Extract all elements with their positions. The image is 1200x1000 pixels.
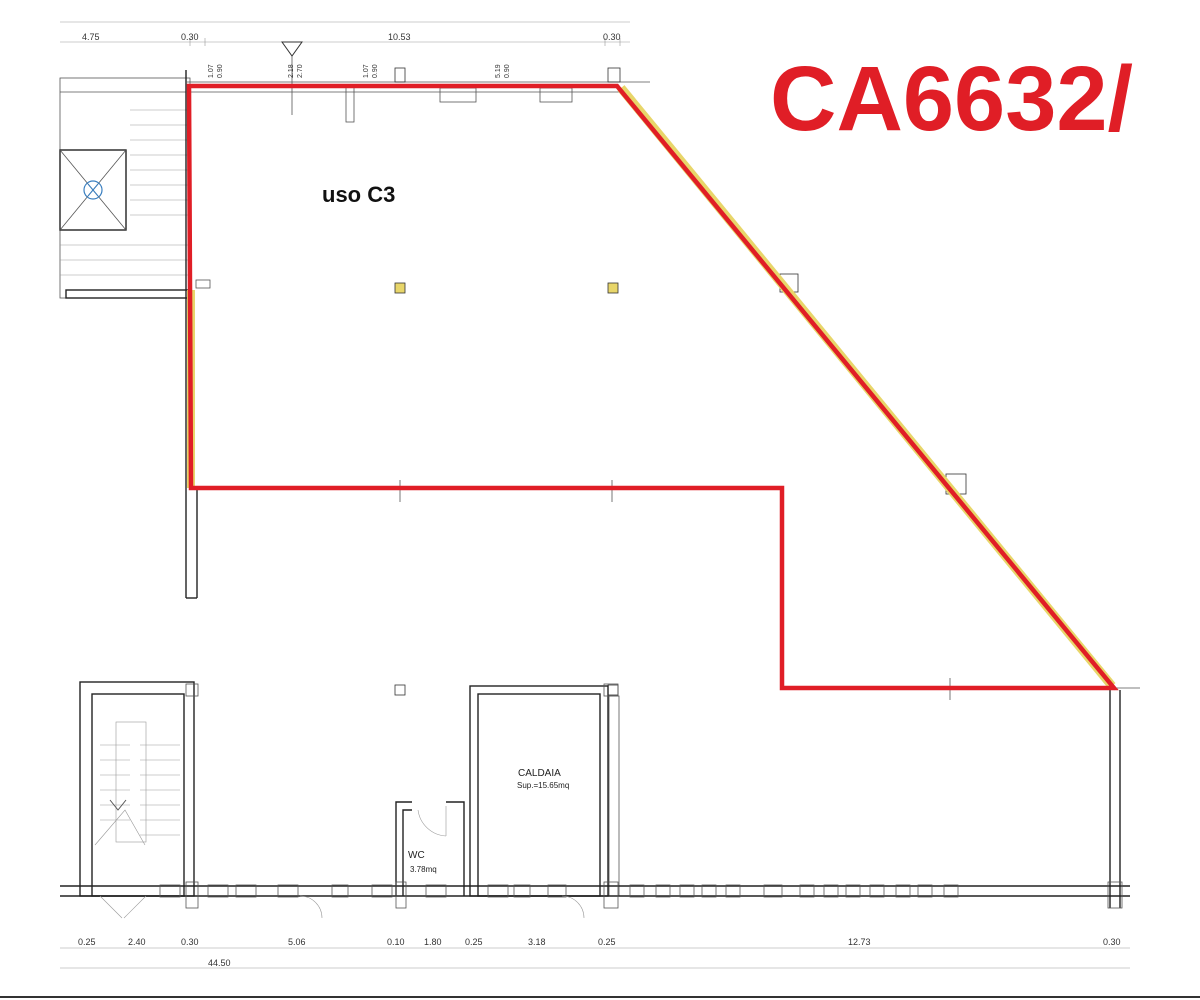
vdim-5: 1.07 — [363, 64, 370, 78]
caldaia-room: CALDAIA Sup.=15.65mq — [469, 683, 619, 897]
column — [394, 67, 406, 83]
columns — [195, 67, 1140, 700]
top-dim-1: 4.75 — [82, 32, 100, 42]
column — [607, 282, 619, 294]
bottom-dim-7: 0.25 — [465, 937, 483, 947]
top-dim-3: 10.53 — [388, 32, 411, 42]
vdim-1: 1.07 — [208, 64, 215, 78]
unit-outline — [186, 83, 1119, 691]
column — [394, 282, 406, 294]
vdim-7: 5.19 — [495, 64, 502, 78]
bottom-dim-8: 3.18 — [528, 937, 546, 947]
section-marker-icon — [281, 41, 303, 57]
vdim-3: 2.18 — [288, 64, 295, 78]
bottom-dim-6: 1.80 — [424, 937, 442, 947]
stair-arrow-icon — [109, 799, 127, 811]
upper-stairwell — [59, 77, 191, 299]
column — [394, 684, 406, 696]
wc-area: 3.78mq — [410, 865, 437, 874]
vdim-2: 0.90 — [217, 64, 224, 78]
use-label: uso C3 — [322, 182, 395, 207]
lift-icon — [83, 180, 103, 200]
caldaia-area: Sup.=15.65mq — [517, 781, 569, 790]
vdim-4: 2.70 — [297, 64, 304, 78]
wc-name: WC — [408, 850, 425, 861]
window-dimensions: 1.07 0.90 2.18 2.70 1.07 0.90 5.19 0.90 — [208, 64, 511, 78]
top-dim-2: 0.30 — [181, 32, 199, 42]
bottom-facade — [60, 881, 1130, 919]
code-stamp: CA6632/ — [770, 48, 1133, 150]
vdim-6: 0.90 — [372, 64, 379, 78]
bottom-dimension-line: 0.25 2.40 0.30 5.06 0.10 1.80 0.25 3.18 … — [60, 937, 1130, 969]
vdim-8: 0.90 — [504, 64, 511, 78]
wc-room: WC 3.78mq — [395, 801, 465, 896]
column — [607, 67, 621, 83]
bottom-dim-5: 0.10 — [387, 937, 405, 947]
unit-boundary — [186, 83, 1119, 691]
bottom-dim-10: 12.73 — [848, 937, 871, 947]
bottom-dim-4: 5.06 — [288, 937, 306, 947]
bottom-dim-11: 0.30 — [1103, 937, 1121, 947]
top-dimension-line: 4.75 0.30 10.53 0.30 — [60, 21, 630, 115]
bottom-dim-1: 0.25 — [78, 937, 96, 947]
lower-stairwell — [79, 681, 195, 897]
caldaia-name: CALDAIA — [518, 768, 561, 779]
column — [607, 684, 619, 696]
bottom-dim-2: 2.40 — [128, 937, 146, 947]
bottom-dim-9: 0.25 — [598, 937, 616, 947]
top-dim-4: 0.30 — [603, 32, 621, 42]
bottom-total: 44.50 — [208, 958, 231, 968]
bottom-dim-3: 0.30 — [181, 937, 199, 947]
